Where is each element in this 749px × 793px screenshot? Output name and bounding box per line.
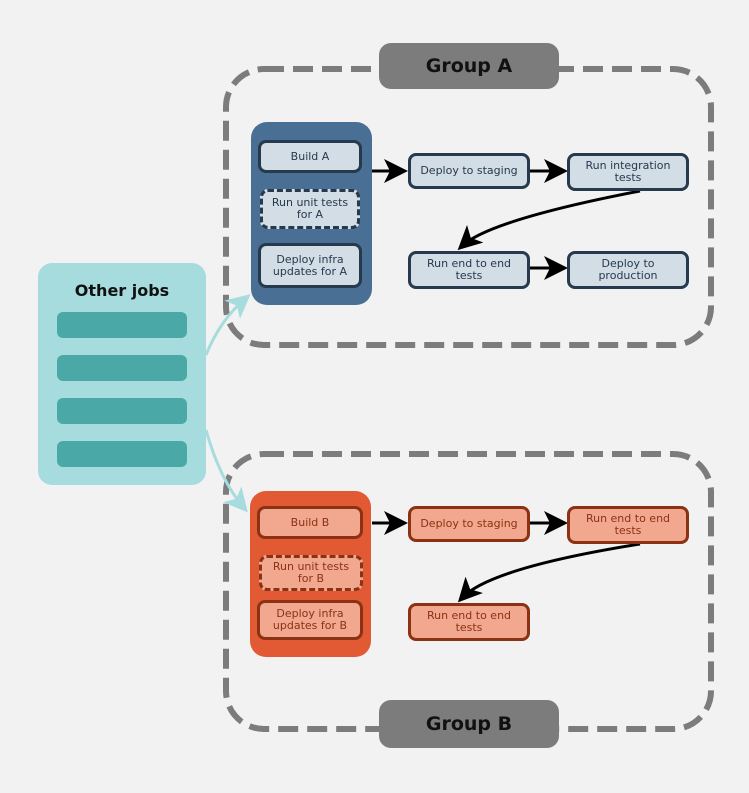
- build-a-node[interactable]: Build A: [258, 140, 362, 173]
- arrow-e2e-b-to-e2e: [457, 542, 641, 603]
- arrow-other-to-group-a: [204, 294, 251, 356]
- other-job-bar: [57, 312, 187, 338]
- deploy-infra-b-node[interactable]: Deploy infra updates for B: [257, 600, 363, 640]
- group-a-label: Group A: [379, 43, 559, 89]
- other-job-bar: [57, 441, 187, 467]
- build-b-node[interactable]: Build B: [257, 506, 363, 539]
- other-jobs-title: Other jobs: [74, 281, 170, 300]
- other-job-bar: [57, 355, 187, 381]
- other-job-bar: [57, 398, 187, 424]
- deploy-infra-a-node[interactable]: Deploy infra updates for A: [258, 243, 362, 288]
- arrow-integration-to-e2e-a: [457, 189, 641, 251]
- deploy-production-node[interactable]: Deploy to production: [567, 251, 689, 289]
- other-jobs-panel: Other jobs: [38, 263, 206, 485]
- e2e-tests-b-node[interactable]: Run end to end tests: [567, 506, 689, 544]
- group-b-label: Group B: [379, 700, 559, 748]
- arrow-other-to-group-b: [204, 429, 248, 513]
- e2e-tests-a-node[interactable]: Run end to end tests: [408, 251, 530, 289]
- staging-b-node[interactable]: Deploy to staging: [408, 506, 530, 542]
- integration-tests-node[interactable]: Run integration tests: [567, 153, 689, 191]
- staging-a-node[interactable]: Deploy to staging: [408, 153, 530, 189]
- e2e-tests-b-second-node[interactable]: Run end to end tests: [408, 603, 530, 641]
- unit-tests-b-node[interactable]: Run unit tests for B: [259, 555, 363, 591]
- unit-tests-a-node[interactable]: Run unit tests for A: [260, 189, 360, 229]
